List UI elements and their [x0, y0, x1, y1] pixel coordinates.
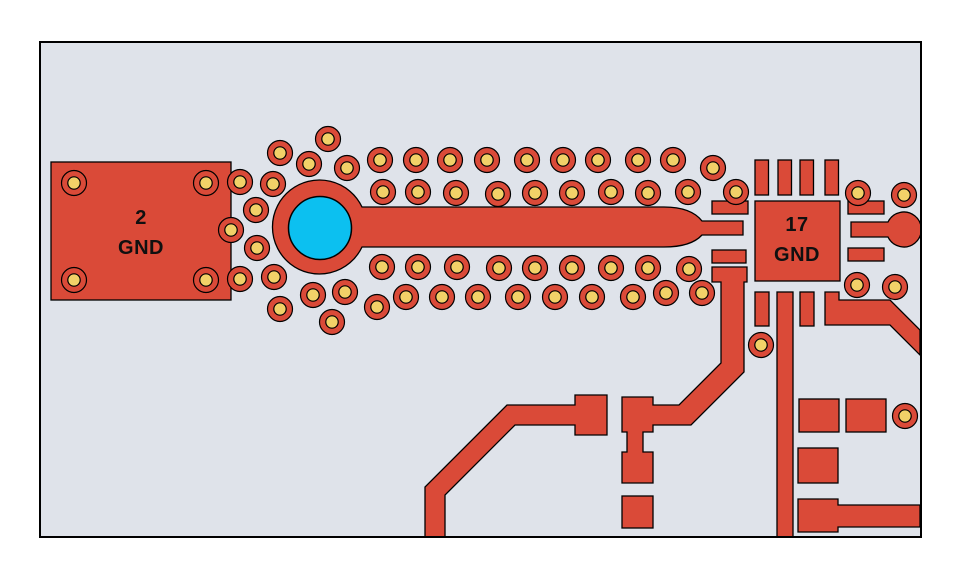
- via-hole: [67, 176, 81, 190]
- via-hole: [399, 290, 413, 304]
- via-hole: [888, 280, 902, 294]
- via-hole: [375, 260, 389, 274]
- via-hole: [491, 187, 505, 201]
- br-pad-1: [798, 398, 840, 433]
- br-pad-2: [845, 398, 887, 433]
- via-hole: [480, 153, 494, 167]
- via-hole: [754, 338, 768, 352]
- via-hole: [706, 161, 720, 175]
- via-hole: [631, 153, 645, 167]
- via-hole: [511, 290, 525, 304]
- via-hole: [591, 153, 605, 167]
- via-hole: [565, 186, 579, 200]
- via-hole: [370, 300, 384, 314]
- chip-pad-top-1: [754, 159, 770, 196]
- via-hole: [233, 175, 247, 189]
- trace-bottom-left: [424, 394, 608, 536]
- via-hole: [682, 262, 696, 276]
- via-hole: [695, 286, 709, 300]
- via-hole: [373, 153, 387, 167]
- via-hole: [411, 260, 425, 274]
- trace-chip-to-right-edge: [824, 291, 920, 356]
- via-hole: [556, 153, 570, 167]
- via-hole: [338, 285, 352, 299]
- via-hole: [681, 185, 695, 199]
- via-hole: [321, 132, 335, 146]
- via-hole: [641, 186, 655, 200]
- trace-right-output: [850, 211, 920, 248]
- via-hole: [604, 185, 618, 199]
- via-hole: [565, 261, 579, 275]
- chip-pad-top-4: [824, 159, 840, 196]
- chip-pad-bottom-1: [754, 291, 770, 327]
- trace-bottom-right: [797, 498, 920, 533]
- via-hole: [267, 270, 281, 284]
- via-hole: [233, 272, 247, 286]
- via-hole: [302, 157, 316, 171]
- via-hole: [641, 261, 655, 275]
- via-hole: [898, 409, 912, 423]
- via-hole: [411, 185, 425, 199]
- rf-trace: [271, 179, 744, 275]
- pad2-ref-label: 2: [135, 207, 147, 229]
- via-layer: [60, 125, 919, 430]
- via-hole: [443, 153, 457, 167]
- via-hole: [528, 261, 542, 275]
- via-hole: [449, 186, 463, 200]
- via-hole: [266, 177, 280, 191]
- via-hole: [520, 153, 534, 167]
- chip-pad-left-lower: [711, 249, 747, 264]
- chip-pad-top-3: [799, 159, 815, 196]
- via-hole: [199, 273, 213, 287]
- via-hole: [548, 290, 562, 304]
- via-hole: [492, 261, 506, 275]
- trace-bottom-vertical: [776, 291, 794, 536]
- via-hole: [666, 153, 680, 167]
- via-hole: [604, 261, 618, 275]
- via-hole: [376, 185, 390, 199]
- via-hole: [659, 286, 673, 300]
- chip-pad-right-lower: [847, 247, 885, 262]
- bottom-pad-square: [621, 495, 654, 529]
- via-hole: [273, 146, 287, 160]
- chip-ref-label: 17: [785, 214, 808, 236]
- chip-net-label: GND: [774, 244, 820, 266]
- pad2-net-label: GND: [118, 237, 164, 259]
- br-pad-3: [797, 447, 839, 484]
- chip-pad-bottom-3: [799, 291, 815, 327]
- via-hole: [851, 186, 865, 200]
- via-hole: [729, 185, 743, 199]
- via-hole: [626, 290, 640, 304]
- via-hole: [340, 161, 354, 175]
- via-hole: [224, 223, 238, 237]
- via-hole: [435, 290, 449, 304]
- via-hole: [450, 260, 464, 274]
- via-hole: [528, 186, 542, 200]
- chip-pad-top-2: [777, 159, 793, 196]
- via-hole: [850, 278, 864, 292]
- board-outline: [39, 41, 922, 538]
- via-hole: [199, 176, 213, 190]
- via-hole: [250, 241, 264, 255]
- via-hole: [585, 290, 599, 304]
- via-hole: [897, 188, 911, 202]
- via-hole: [306, 288, 320, 302]
- via-hole: [471, 290, 485, 304]
- via-hole: [273, 302, 287, 316]
- via-hole: [409, 153, 423, 167]
- copper-layer: 2 GND 17 GND: [50, 125, 920, 536]
- drill-hole: [287, 195, 353, 261]
- via-hole: [249, 203, 263, 217]
- trace-chip-to-bottom-pads: [621, 266, 748, 484]
- via-hole: [325, 315, 339, 329]
- chip-body-17: [754, 200, 841, 282]
- via-hole: [67, 273, 81, 287]
